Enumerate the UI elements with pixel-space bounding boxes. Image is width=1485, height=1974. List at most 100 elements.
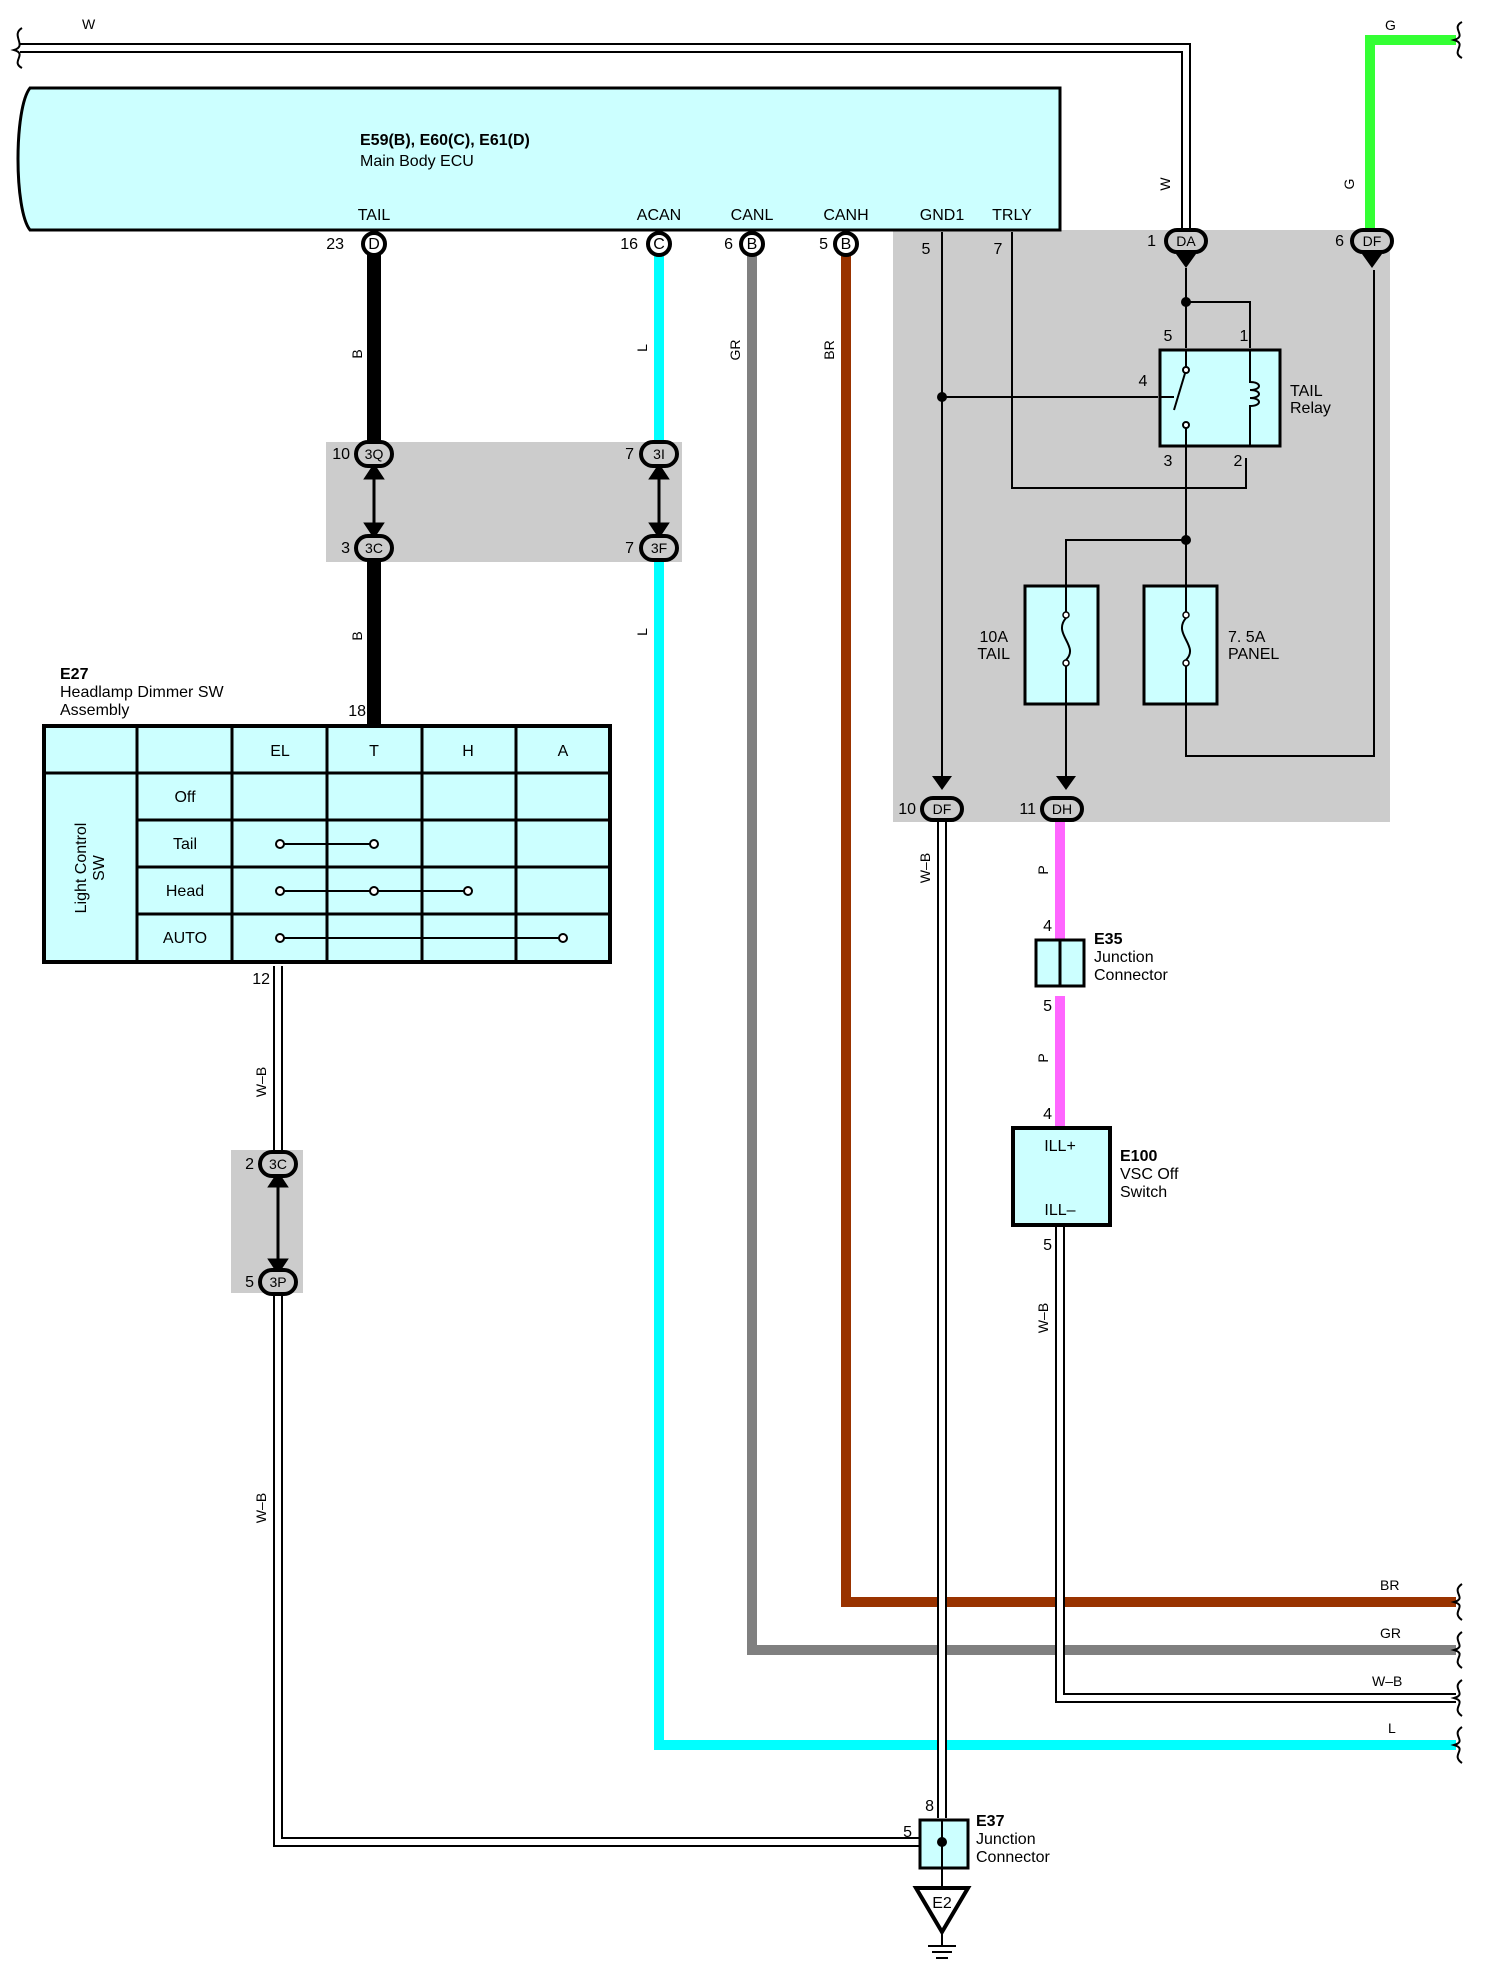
wire-label-wb-e27-upper: W–B [253, 1067, 269, 1097]
wire-label-g-top: G [1385, 17, 1396, 33]
wire-label-br: BR [821, 340, 837, 359]
connector-acan-c: C [646, 231, 672, 257]
relay-pin-2: 2 [1234, 453, 1243, 470]
pin-canh: 5 [819, 236, 828, 253]
ecu-term-canl: CANL [731, 207, 774, 224]
e27-switch-table [42, 724, 612, 964]
e100-pin-bottom: 5 [1043, 1237, 1052, 1254]
connector-tail-d: D [361, 231, 387, 257]
fuse-tail [1023, 584, 1100, 706]
pin-3c-left: 2 [245, 1156, 254, 1173]
e35-pin-bottom: 5 [1043, 998, 1052, 1015]
relay-circuit [941, 232, 1375, 780]
e37-name-1: Junction [976, 1831, 1036, 1848]
ecu-term-tail: TAIL [358, 207, 391, 224]
e27-col-t: T [369, 743, 379, 760]
ecu-term-acan: ACAN [637, 207, 681, 224]
connector-df-bottom: DF [920, 776, 964, 822]
ecu-id: E59(B), E60(C), E61(D) [360, 132, 530, 149]
fuse-tail-rating: 10A [980, 629, 1009, 646]
svg-text:DA: DA [1176, 233, 1196, 249]
connector-df-top: DF [1350, 228, 1394, 268]
fuse-panel-rating: 7. 5A [1228, 629, 1266, 646]
e27-row-head: Head [166, 883, 204, 900]
e27-row-auto: AUTO [163, 930, 207, 947]
wire-label-l-upper: L [634, 344, 650, 352]
ground-label: E2 [932, 1895, 952, 1912]
svg-text:3Q: 3Q [365, 446, 384, 462]
wire-label-wb-right: W–B [1372, 1673, 1402, 1689]
fuse-tail-name: TAIL [977, 646, 1010, 663]
pin-gnd1: 5 [922, 241, 931, 258]
relay-label-2: Relay [1290, 400, 1331, 417]
ecu-name: Main Body ECU [360, 153, 474, 170]
e100-id: E100 [1120, 1148, 1157, 1165]
pin-3p: 5 [245, 1274, 254, 1291]
svg-text:B: B [841, 236, 852, 253]
e37-pin-left: 5 [903, 1824, 912, 1841]
e27-name-1: Headlamp Dimmer SW [60, 684, 224, 701]
ecu-box [16, 86, 1062, 232]
e27-row-tail: Tail [173, 836, 197, 853]
pin-3q: 10 [332, 446, 350, 463]
ecu-term-gnd1: GND1 [920, 207, 965, 224]
tail-relay [1158, 348, 1282, 448]
svg-text:DF: DF [933, 801, 952, 817]
connector-3c-top: 3C [354, 534, 394, 562]
break-marks-right [1450, 1583, 1463, 1764]
wire-label-w-top: W [82, 16, 96, 32]
e35-connector [1034, 938, 1086, 988]
break-mark-g-top [1450, 21, 1463, 59]
e27-col-a: A [558, 743, 569, 760]
wire-label-wb-gnd: W–B [917, 853, 933, 883]
e27-col-h: H [462, 743, 474, 760]
svg-text:3C: 3C [269, 1156, 287, 1172]
relay-pin-3: 3 [1164, 453, 1173, 470]
pin-da: 1 [1147, 233, 1156, 250]
relay-pin-5: 5 [1164, 328, 1173, 345]
break-mark-left-top [10, 27, 23, 69]
pin-dh: 11 [1019, 801, 1036, 818]
e100-name-2: Switch [1120, 1184, 1167, 1201]
wire-g-top [1365, 35, 1456, 230]
wire-gr [747, 244, 1456, 1655]
pin-df-top: 6 [1335, 233, 1344, 250]
wire-l-lower [654, 560, 1456, 1750]
wire-label-b-upper: B [349, 349, 365, 358]
junction-arrows [267, 463, 670, 1275]
svg-text:DF: DF [1363, 233, 1382, 249]
e100-term-bottom: ILL– [1044, 1202, 1075, 1219]
wire-label-b-lower: B [349, 631, 365, 640]
pin-3f: 7 [625, 540, 634, 557]
pin-df-bottom: 10 [898, 801, 916, 818]
e37-id: E37 [976, 1813, 1005, 1830]
wire-label-p-upper: P [1035, 865, 1051, 874]
svg-text:3I: 3I [653, 446, 665, 462]
svg-text:C: C [653, 236, 665, 253]
svg-text:D: D [368, 236, 380, 253]
ecu-term-canh: CANH [823, 207, 868, 224]
e27-side-label-1: Light Control [73, 823, 90, 914]
svg-text:3C: 3C [365, 540, 383, 556]
connector-canh-b: B [833, 231, 859, 257]
pin-tail: 23 [326, 236, 344, 253]
wire-wb-e27 [273, 966, 920, 1847]
e100-term-top: ILL+ [1044, 1138, 1076, 1155]
wire-label-l-right: L [1388, 1720, 1396, 1736]
svg-text:DH: DH [1052, 801, 1072, 817]
e27-name-2: Assembly [60, 702, 129, 719]
e35-name-1: Junction [1094, 949, 1154, 966]
connector-3c-left: 3C [258, 1150, 298, 1178]
wire-w-top [20, 43, 1191, 230]
junction-dots [937, 297, 1191, 545]
connector-3f: 3F [639, 534, 679, 562]
wire-label-br-right: BR [1380, 1577, 1399, 1593]
pin-3i: 7 [625, 446, 634, 463]
relay-block-shade [893, 230, 1390, 822]
connector-3i: 3I [639, 440, 679, 468]
ground-symbol [912, 1868, 972, 1959]
pin-canl: 6 [724, 236, 733, 253]
wire-label-g-df: G [1341, 179, 1357, 190]
e27-id: E27 [60, 666, 89, 683]
wire-label-l-lower: L [634, 628, 650, 636]
